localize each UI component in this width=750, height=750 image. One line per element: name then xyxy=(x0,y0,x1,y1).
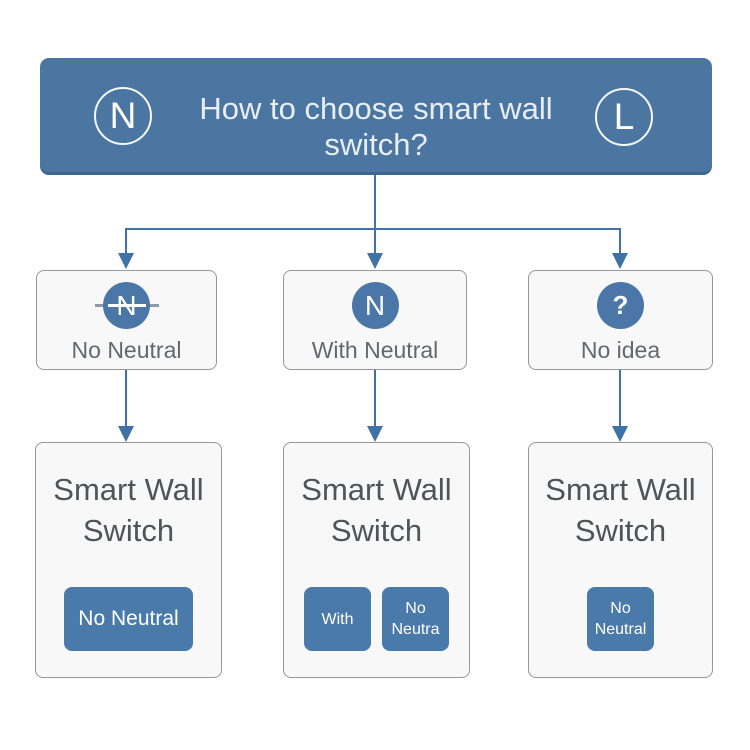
result-title: Smart Wall Switch xyxy=(53,472,204,548)
arrow-down-icon-left xyxy=(118,253,134,269)
option-label: With Neutral xyxy=(311,337,439,363)
arrow-down-icon-result-right xyxy=(612,426,628,442)
chip-no-neutra: No Neutra xyxy=(382,587,449,651)
arrow-down-icon-right xyxy=(612,253,628,269)
neutral-n-circle-icon: N xyxy=(343,282,407,329)
result-card-with-neutral: Smart Wall Switch With No Neutra xyxy=(283,442,470,678)
option-label: No idea xyxy=(580,337,661,363)
result-card-no-idea: Smart Wall Switch No Neutral xyxy=(528,442,713,678)
option-card-no-idea: ? No idea xyxy=(528,270,713,370)
connector-option-result-left xyxy=(125,370,127,427)
chip-no-neutral: No Neutral xyxy=(587,587,654,651)
chip-row: No Neutral xyxy=(529,587,712,651)
connector-drop-left xyxy=(125,228,127,254)
option-card-with-neutral: N With Neutral xyxy=(283,270,467,370)
option-card-no-neutral: N No Neutral xyxy=(36,270,217,370)
question-circle-icon: ? xyxy=(589,282,653,329)
arrow-down-icon-result-left xyxy=(118,426,134,442)
connector-option-result-center xyxy=(374,370,376,427)
connector-horizontal xyxy=(126,228,621,230)
no-neutral-crossed-n-icon: N xyxy=(94,282,159,329)
result-title: Smart Wall Switch xyxy=(301,472,452,548)
chip-row: No Neutral xyxy=(36,587,221,651)
connector-option-result-right xyxy=(619,370,621,427)
live-wire-badge-icon: L xyxy=(595,88,653,146)
result-card-no-neutral: Smart Wall Switch No Neutral xyxy=(35,442,222,678)
n-circle: N xyxy=(351,282,399,329)
strike-line-inner xyxy=(107,304,146,307)
connector-drop-right xyxy=(619,228,621,254)
option-label: No Neutral xyxy=(71,337,182,363)
chip-no-neutral: No Neutral xyxy=(64,587,193,651)
result-title: Smart Wall Switch xyxy=(545,472,696,548)
chip-with: With xyxy=(304,587,371,651)
live-wire-badge-letter: L xyxy=(613,96,635,137)
page-title: How to choose smart wall switch? xyxy=(199,91,553,162)
arrow-down-icon-result-center xyxy=(367,426,383,442)
connector-stem-center xyxy=(374,175,376,253)
chip-row: With No Neutra xyxy=(284,587,469,651)
neutral-wire-badge-letter: N xyxy=(109,95,137,136)
question-circle: ? xyxy=(597,282,644,329)
header-banner: N How to choose smart wall switch? L xyxy=(40,58,712,175)
arrow-down-icon-center xyxy=(367,253,383,269)
neutral-wire-badge-icon: N xyxy=(94,87,152,145)
